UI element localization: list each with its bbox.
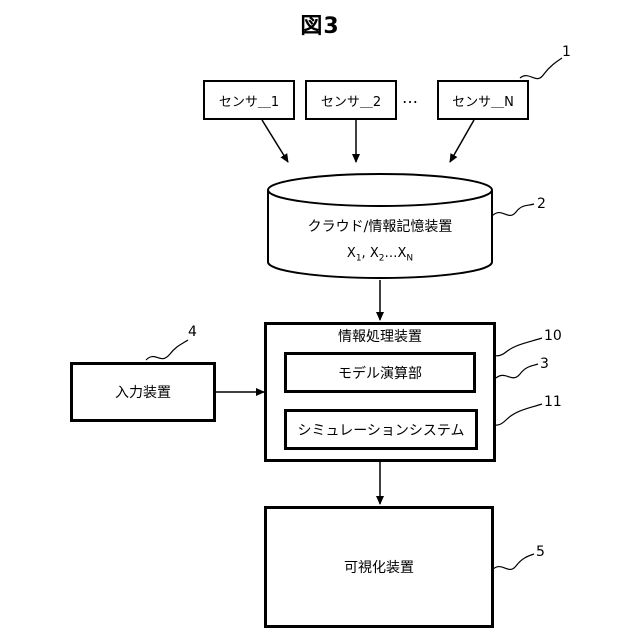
sensor-n-box: センサ＿N (437, 80, 529, 120)
sensor-2-box: センサ＿2 (305, 80, 397, 120)
ref-visualizer: 5 (536, 544, 545, 560)
simulation-box: シミュレーションシステム (284, 409, 478, 450)
arrow-sensor1-to-storage (262, 120, 288, 162)
var-x2: X (370, 246, 379, 261)
ref-input-device: 4 (188, 324, 197, 340)
var-dots: … (384, 246, 397, 261)
ref-model-unit: 10 (544, 328, 562, 344)
sensor-1-label: センサ＿1 (219, 91, 279, 110)
simulation-label: シミュレーションシステム (297, 420, 464, 440)
ref-processor: 3 (540, 356, 549, 372)
var-sep: , (362, 246, 370, 261)
processor-title: 情報処理装置 (264, 326, 496, 346)
leader-ref-4 (146, 340, 188, 360)
arrow-sensorN-to-storage (450, 120, 474, 162)
visualizer-box: 可視化装置 (264, 506, 494, 628)
sensor-1-box: センサ＿1 (203, 80, 295, 120)
input-device-label: 入力装置 (115, 382, 171, 402)
sensor-ellipsis: … (402, 88, 418, 107)
storage-variables: X1, X2…XN (268, 246, 492, 264)
leader-ref-1 (520, 58, 562, 79)
model-unit-box: モデル演算部 (284, 352, 476, 393)
leader-ref-5 (492, 554, 534, 570)
model-unit-label: モデル演算部 (338, 363, 422, 383)
var-x1: X (347, 246, 356, 261)
ref-simulation: 11 (544, 394, 562, 410)
sensor-n-label: センサ＿N (452, 91, 514, 110)
ref-storage: 2 (537, 196, 546, 212)
ref-sensor-group: 1 (562, 44, 571, 60)
input-device-box: 入力装置 (70, 362, 216, 422)
visualizer-label: 可視化装置 (344, 557, 414, 577)
storage-label: クラウド/情報記憶装置 (268, 216, 492, 236)
leader-ref-2 (492, 204, 534, 216)
leader-ref-3 (496, 364, 538, 378)
sensor-2-label: センサ＿2 (321, 91, 381, 110)
var-xn-sub: N (406, 254, 413, 264)
